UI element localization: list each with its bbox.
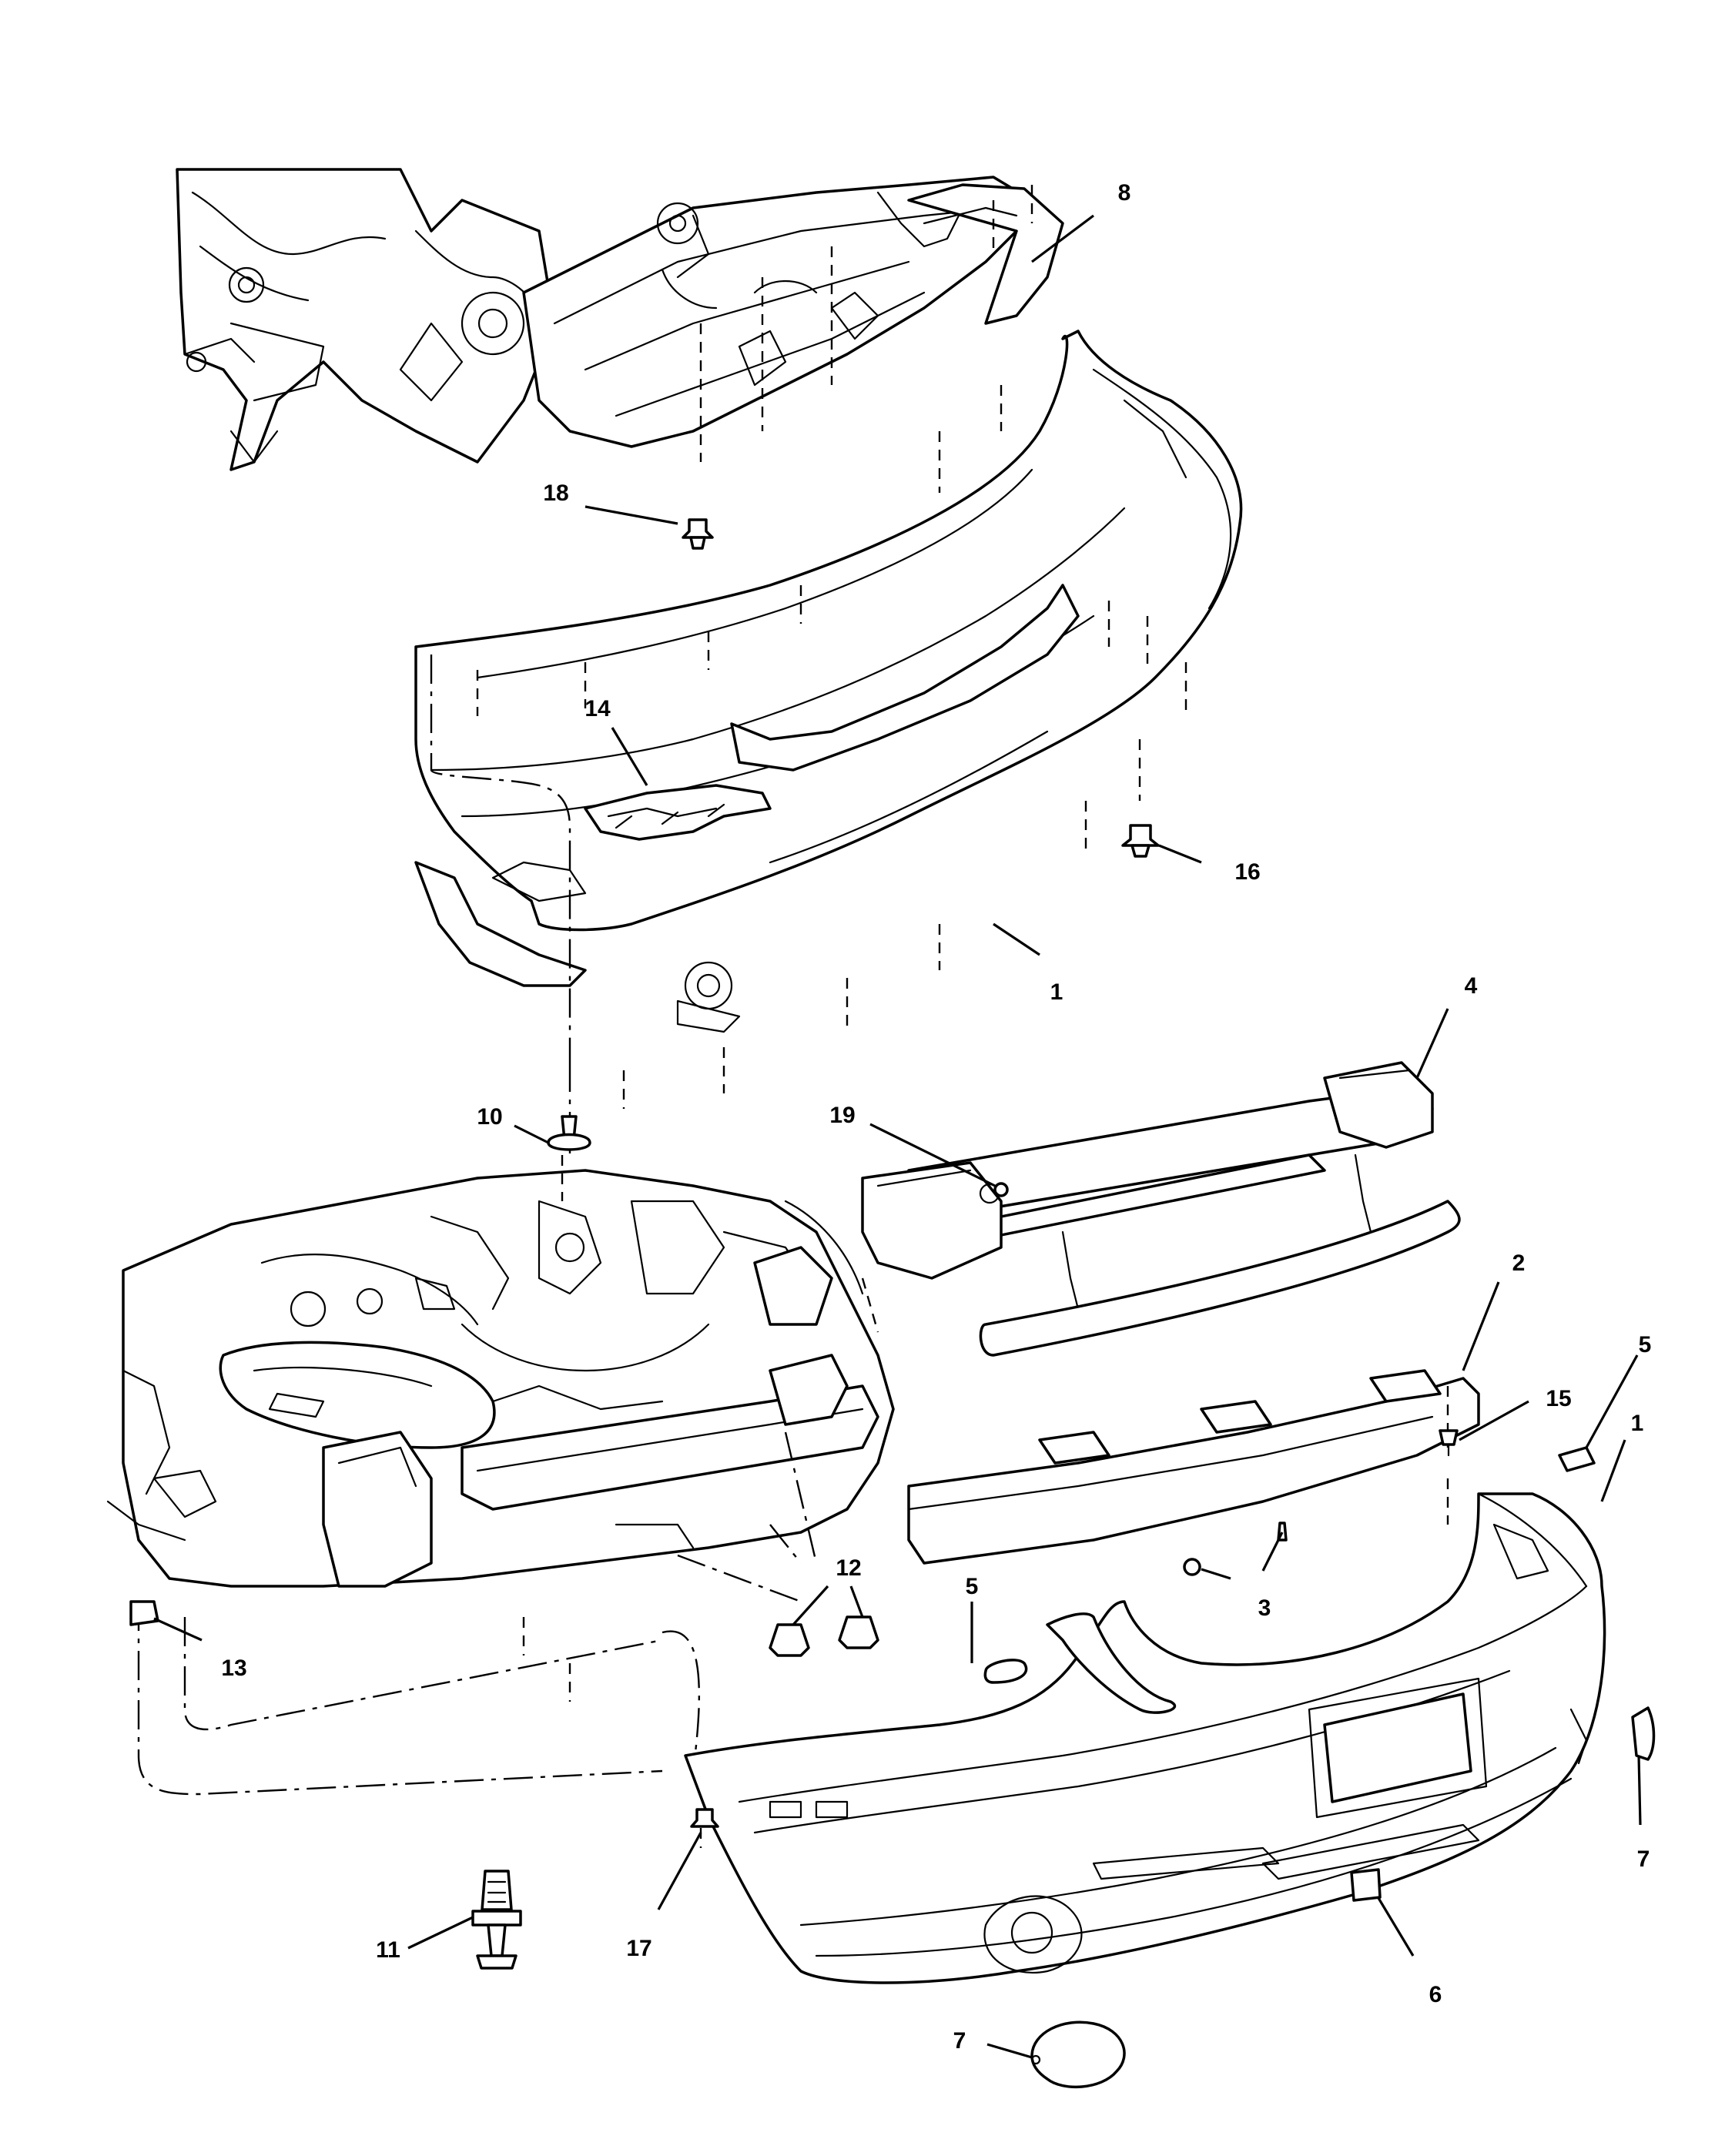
bumper-fascia-upper [414, 330, 1243, 1033]
absorber-tube [979, 1200, 1461, 1357]
callout-16: 16 [1234, 859, 1260, 885]
nut-item-3 [1183, 1522, 1288, 1576]
callout-17: 17 [626, 1936, 651, 1961]
callout-5-left: 5 [966, 1574, 979, 1599]
callout-7-right: 7 [1637, 1846, 1650, 1872]
tab-item-5-left [983, 1659, 1028, 1684]
callout-1-upper: 1 [1050, 979, 1063, 1005]
fastener-item-19 [993, 1182, 1009, 1197]
fastener-item-16 [1121, 824, 1160, 858]
callout-12: 12 [836, 1555, 861, 1581]
bracket-item-13 [129, 1600, 159, 1626]
stud-item-11 [471, 1870, 522, 1970]
clip-item-12 [769, 1615, 879, 1657]
callout-14: 14 [584, 696, 611, 721]
callout-18: 18 [543, 480, 568, 506]
fastener-item-18 [682, 518, 714, 550]
cover-item-6 [1350, 1868, 1382, 1902]
cap-item-7-bottom [1030, 2020, 1126, 2089]
callout-1-lower: 1 [1631, 1411, 1644, 1436]
callout-7-bottom: 7 [953, 2028, 966, 2054]
callout-19: 19 [829, 1103, 855, 1128]
callout-2: 2 [1512, 1250, 1526, 1276]
callout-11: 11 [376, 1937, 400, 1963]
callout-8: 8 [1118, 180, 1131, 206]
callout-15: 15 [1546, 1386, 1571, 1411]
bracket-item-14 [584, 784, 772, 841]
callout-5-right: 5 [1639, 1332, 1652, 1358]
callout-3: 3 [1258, 1595, 1271, 1621]
push-pin-item-10 [547, 1115, 591, 1151]
leader-lines [153, 214, 1642, 2059]
callout-13: 13 [221, 1656, 246, 1681]
fastener-item-15 [1439, 1429, 1459, 1457]
cap-item-7-right [1631, 1706, 1656, 1761]
vehicle-front-structure-top [176, 168, 1064, 471]
callout-10: 10 [477, 1104, 502, 1130]
tab-item-5-right [1558, 1446, 1596, 1472]
callout-labels: 8 18 14 16 1 4 10 19 2 5 15 1 3 12 5 13 … [221, 180, 1651, 2054]
vehicle-front-structure-bottom [106, 1169, 895, 1588]
callout-4: 4 [1465, 973, 1478, 999]
bumper-fascia-lower [684, 1492, 1606, 1984]
callout-6: 6 [1429, 1982, 1442, 2007]
fastener-item-17 [690, 1808, 719, 1828]
dash-lines-top [430, 185, 1187, 1155]
foam-absorber-item-2 [907, 1369, 1480, 1565]
reinforcement-beam-item-4 [861, 1061, 1434, 1311]
